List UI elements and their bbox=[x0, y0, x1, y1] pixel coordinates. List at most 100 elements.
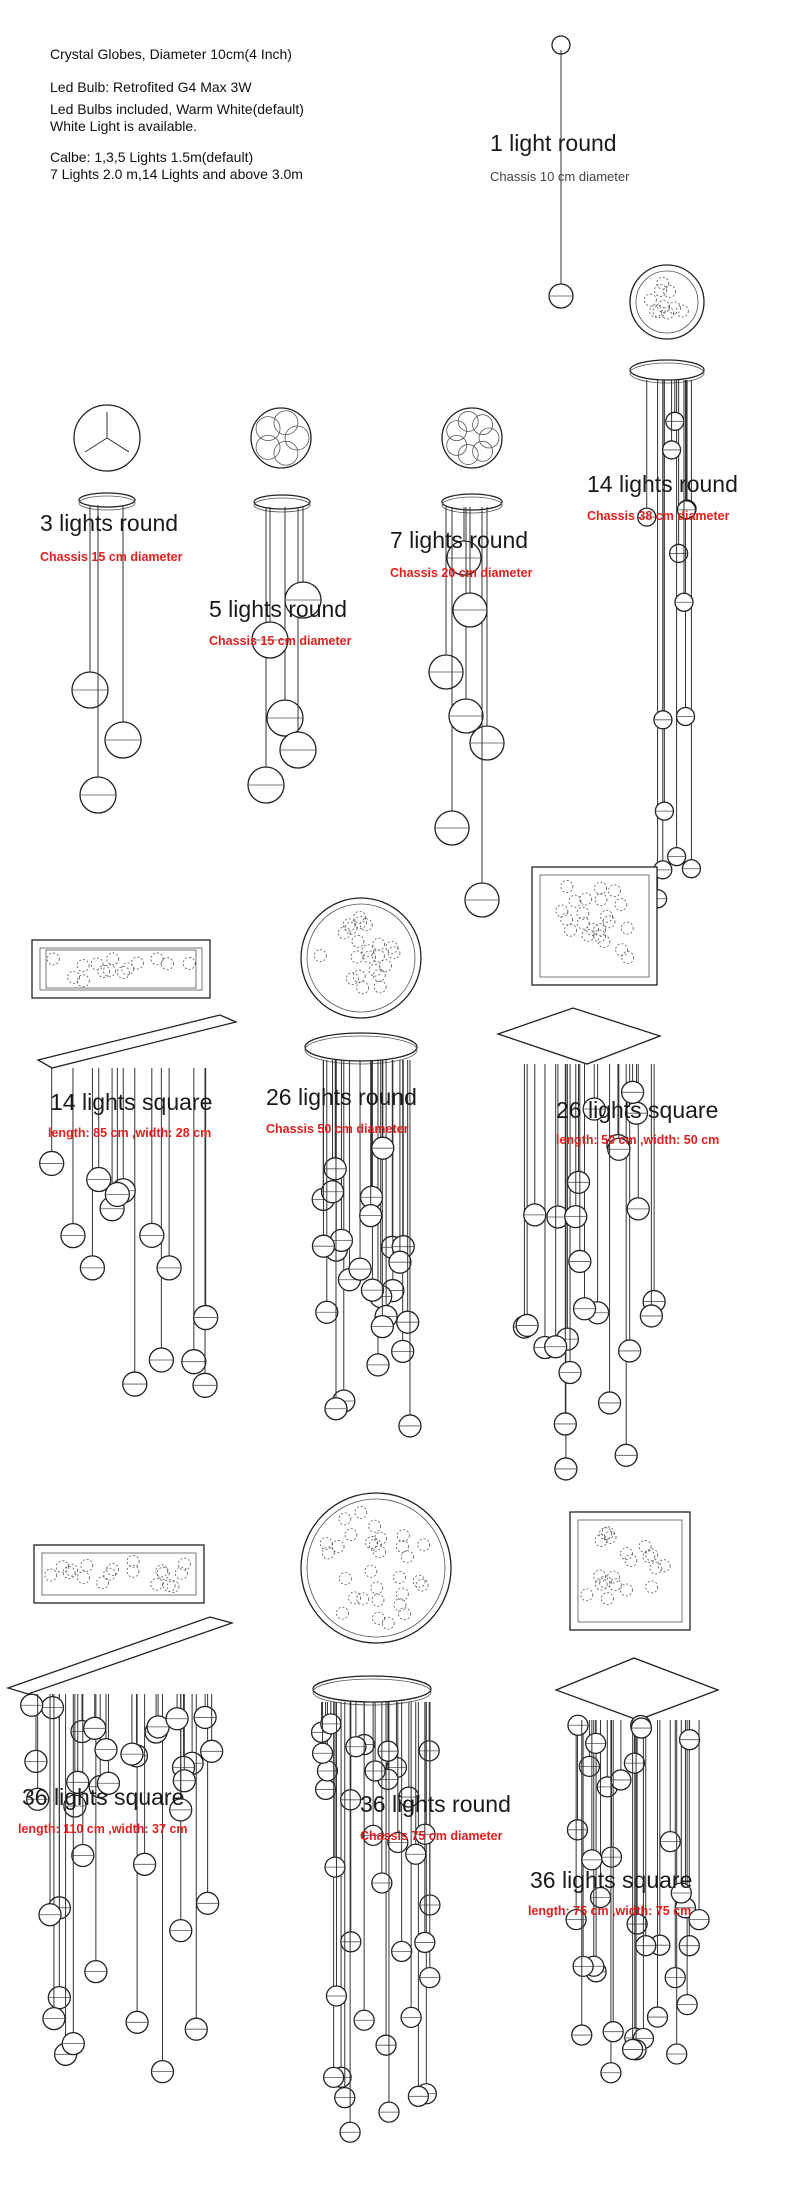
top-view-globe bbox=[642, 1550, 656, 1564]
top-view-globe bbox=[560, 880, 574, 893]
top-view-globe bbox=[393, 1598, 407, 1612]
spec-cable-long: 7 Lights 2.0 m,14 Lights and above 3.0m bbox=[50, 166, 303, 182]
top-view-globe bbox=[560, 912, 574, 926]
top-view-globe bbox=[415, 1578, 429, 1592]
top-view-globe bbox=[44, 1568, 58, 1582]
top-view-globe bbox=[97, 965, 111, 978]
top-view-globe bbox=[364, 1564, 378, 1578]
top-view-globe bbox=[600, 909, 613, 923]
top-view-globe bbox=[76, 959, 90, 972]
model-title-7-round: 7 lights round bbox=[390, 527, 529, 553]
model-detail-5-round: Chassis 15 cm diameter bbox=[209, 634, 352, 648]
top-view-globe bbox=[131, 956, 144, 970]
top-view-globe bbox=[373, 980, 387, 994]
top-view-globe bbox=[67, 970, 81, 984]
top-view-globe bbox=[580, 1588, 594, 1602]
model-title-14-square: 14 lights square bbox=[50, 1089, 213, 1115]
model-title-5-round: 5 lights round bbox=[209, 596, 348, 622]
top-view-globe bbox=[638, 1540, 652, 1553]
top-view-square bbox=[31, 939, 211, 999]
top-view-globe bbox=[284, 425, 310, 451]
top-view-globe bbox=[620, 1547, 633, 1560]
spec-cable-short: Calbe: 1,3,5 Lights 1.5m(default) bbox=[50, 149, 254, 165]
top-view-globe bbox=[374, 1531, 388, 1545]
top-view-inner bbox=[539, 874, 650, 978]
spec-led-bulb: Led Bulb: Retrofited G4 Max 3W bbox=[50, 79, 252, 95]
canopy-rim bbox=[253, 497, 311, 513]
square-canopy bbox=[495, 1007, 662, 1065]
top-view-globe bbox=[472, 414, 493, 436]
round-canopy bbox=[253, 494, 311, 510]
top-view-globe bbox=[174, 1566, 188, 1580]
top-view-globe bbox=[356, 981, 370, 995]
top-view-globe bbox=[351, 934, 365, 948]
top-view-globe bbox=[576, 916, 590, 930]
top-view-globe bbox=[555, 904, 569, 918]
model-detail-26-square: length: 50 cm ,width: 50 cm bbox=[556, 1133, 720, 1147]
model-detail-14-square: length: 85 cm ,width: 28 cm bbox=[48, 1126, 212, 1140]
spec-white-light: White Light is available. bbox=[50, 118, 198, 134]
model-detail-1-round: Chassis 10 cm diameter bbox=[490, 169, 630, 184]
top-view-globe bbox=[645, 1580, 659, 1594]
top-view-globe bbox=[594, 1577, 608, 1591]
top-view-globe bbox=[368, 963, 382, 977]
model-detail-26-round: Chassis 50 cm diameter bbox=[266, 1122, 409, 1136]
top-view-globe bbox=[395, 1539, 409, 1553]
square-canopy bbox=[554, 1657, 720, 1721]
top-view-globe bbox=[313, 949, 327, 963]
model-title-14-round: 14 lights round bbox=[587, 471, 738, 497]
top-view-globe bbox=[337, 926, 351, 940]
canopy-rim bbox=[629, 362, 705, 384]
top-view-globe bbox=[608, 1578, 622, 1592]
top-view-globe bbox=[652, 305, 666, 319]
top-view-globe bbox=[80, 1558, 94, 1572]
top-view-round bbox=[300, 897, 422, 1019]
top-view-round bbox=[629, 264, 705, 340]
top-view-globe bbox=[342, 918, 356, 932]
top-view-globe bbox=[446, 420, 468, 442]
top-view-globe bbox=[336, 1606, 349, 1620]
top-view-globe bbox=[103, 964, 116, 978]
top-view-globe bbox=[372, 1611, 385, 1625]
top-view-globe bbox=[581, 928, 595, 942]
top-view-globe bbox=[381, 1616, 395, 1630]
top-view-globe bbox=[663, 284, 676, 298]
top-view-inner bbox=[39, 947, 203, 991]
canopy-rim bbox=[441, 496, 503, 514]
top-view-globe bbox=[361, 944, 375, 958]
top-view-inner bbox=[635, 270, 699, 334]
model-detail-3-round: Chassis 15 cm diameter bbox=[40, 550, 183, 564]
top-view-globe bbox=[373, 1545, 386, 1559]
model-title-3-round: 3 lights round bbox=[40, 510, 179, 536]
top-view-globe bbox=[166, 1580, 180, 1593]
top-view-globe bbox=[385, 940, 399, 954]
top-view-globe bbox=[365, 1536, 378, 1549]
top-view-globe bbox=[338, 1512, 352, 1526]
top-view-globe bbox=[62, 1566, 76, 1579]
top-view-globe bbox=[614, 898, 628, 911]
top-view-globe bbox=[396, 1529, 410, 1543]
top-view-globe bbox=[446, 434, 468, 456]
top-view-globe bbox=[356, 1592, 370, 1606]
top-view-globe bbox=[615, 943, 628, 957]
top-view-globe bbox=[400, 1550, 414, 1564]
top-view-globe bbox=[370, 1581, 384, 1595]
top-view-globe bbox=[608, 884, 621, 898]
top-view-globe bbox=[372, 968, 386, 982]
round-canopy bbox=[441, 493, 503, 511]
top-view-globe bbox=[649, 1561, 663, 1575]
model-title-1-round: 1 light round bbox=[490, 130, 617, 156]
model-title-26-round: 26 lights round bbox=[266, 1084, 417, 1110]
canopy-rim bbox=[304, 1035, 418, 1065]
top-view-globe bbox=[121, 962, 135, 976]
top-view-globe bbox=[116, 966, 130, 979]
top-view-globe bbox=[603, 1531, 617, 1544]
top-view-globe bbox=[76, 1571, 90, 1585]
model-title-36-square-a: 36 lights square bbox=[22, 1784, 185, 1810]
top-view-globe bbox=[156, 1566, 170, 1580]
top-view-globe bbox=[657, 1559, 671, 1573]
top-view-globe bbox=[319, 1537, 333, 1550]
top-view-inner bbox=[41, 1552, 197, 1596]
